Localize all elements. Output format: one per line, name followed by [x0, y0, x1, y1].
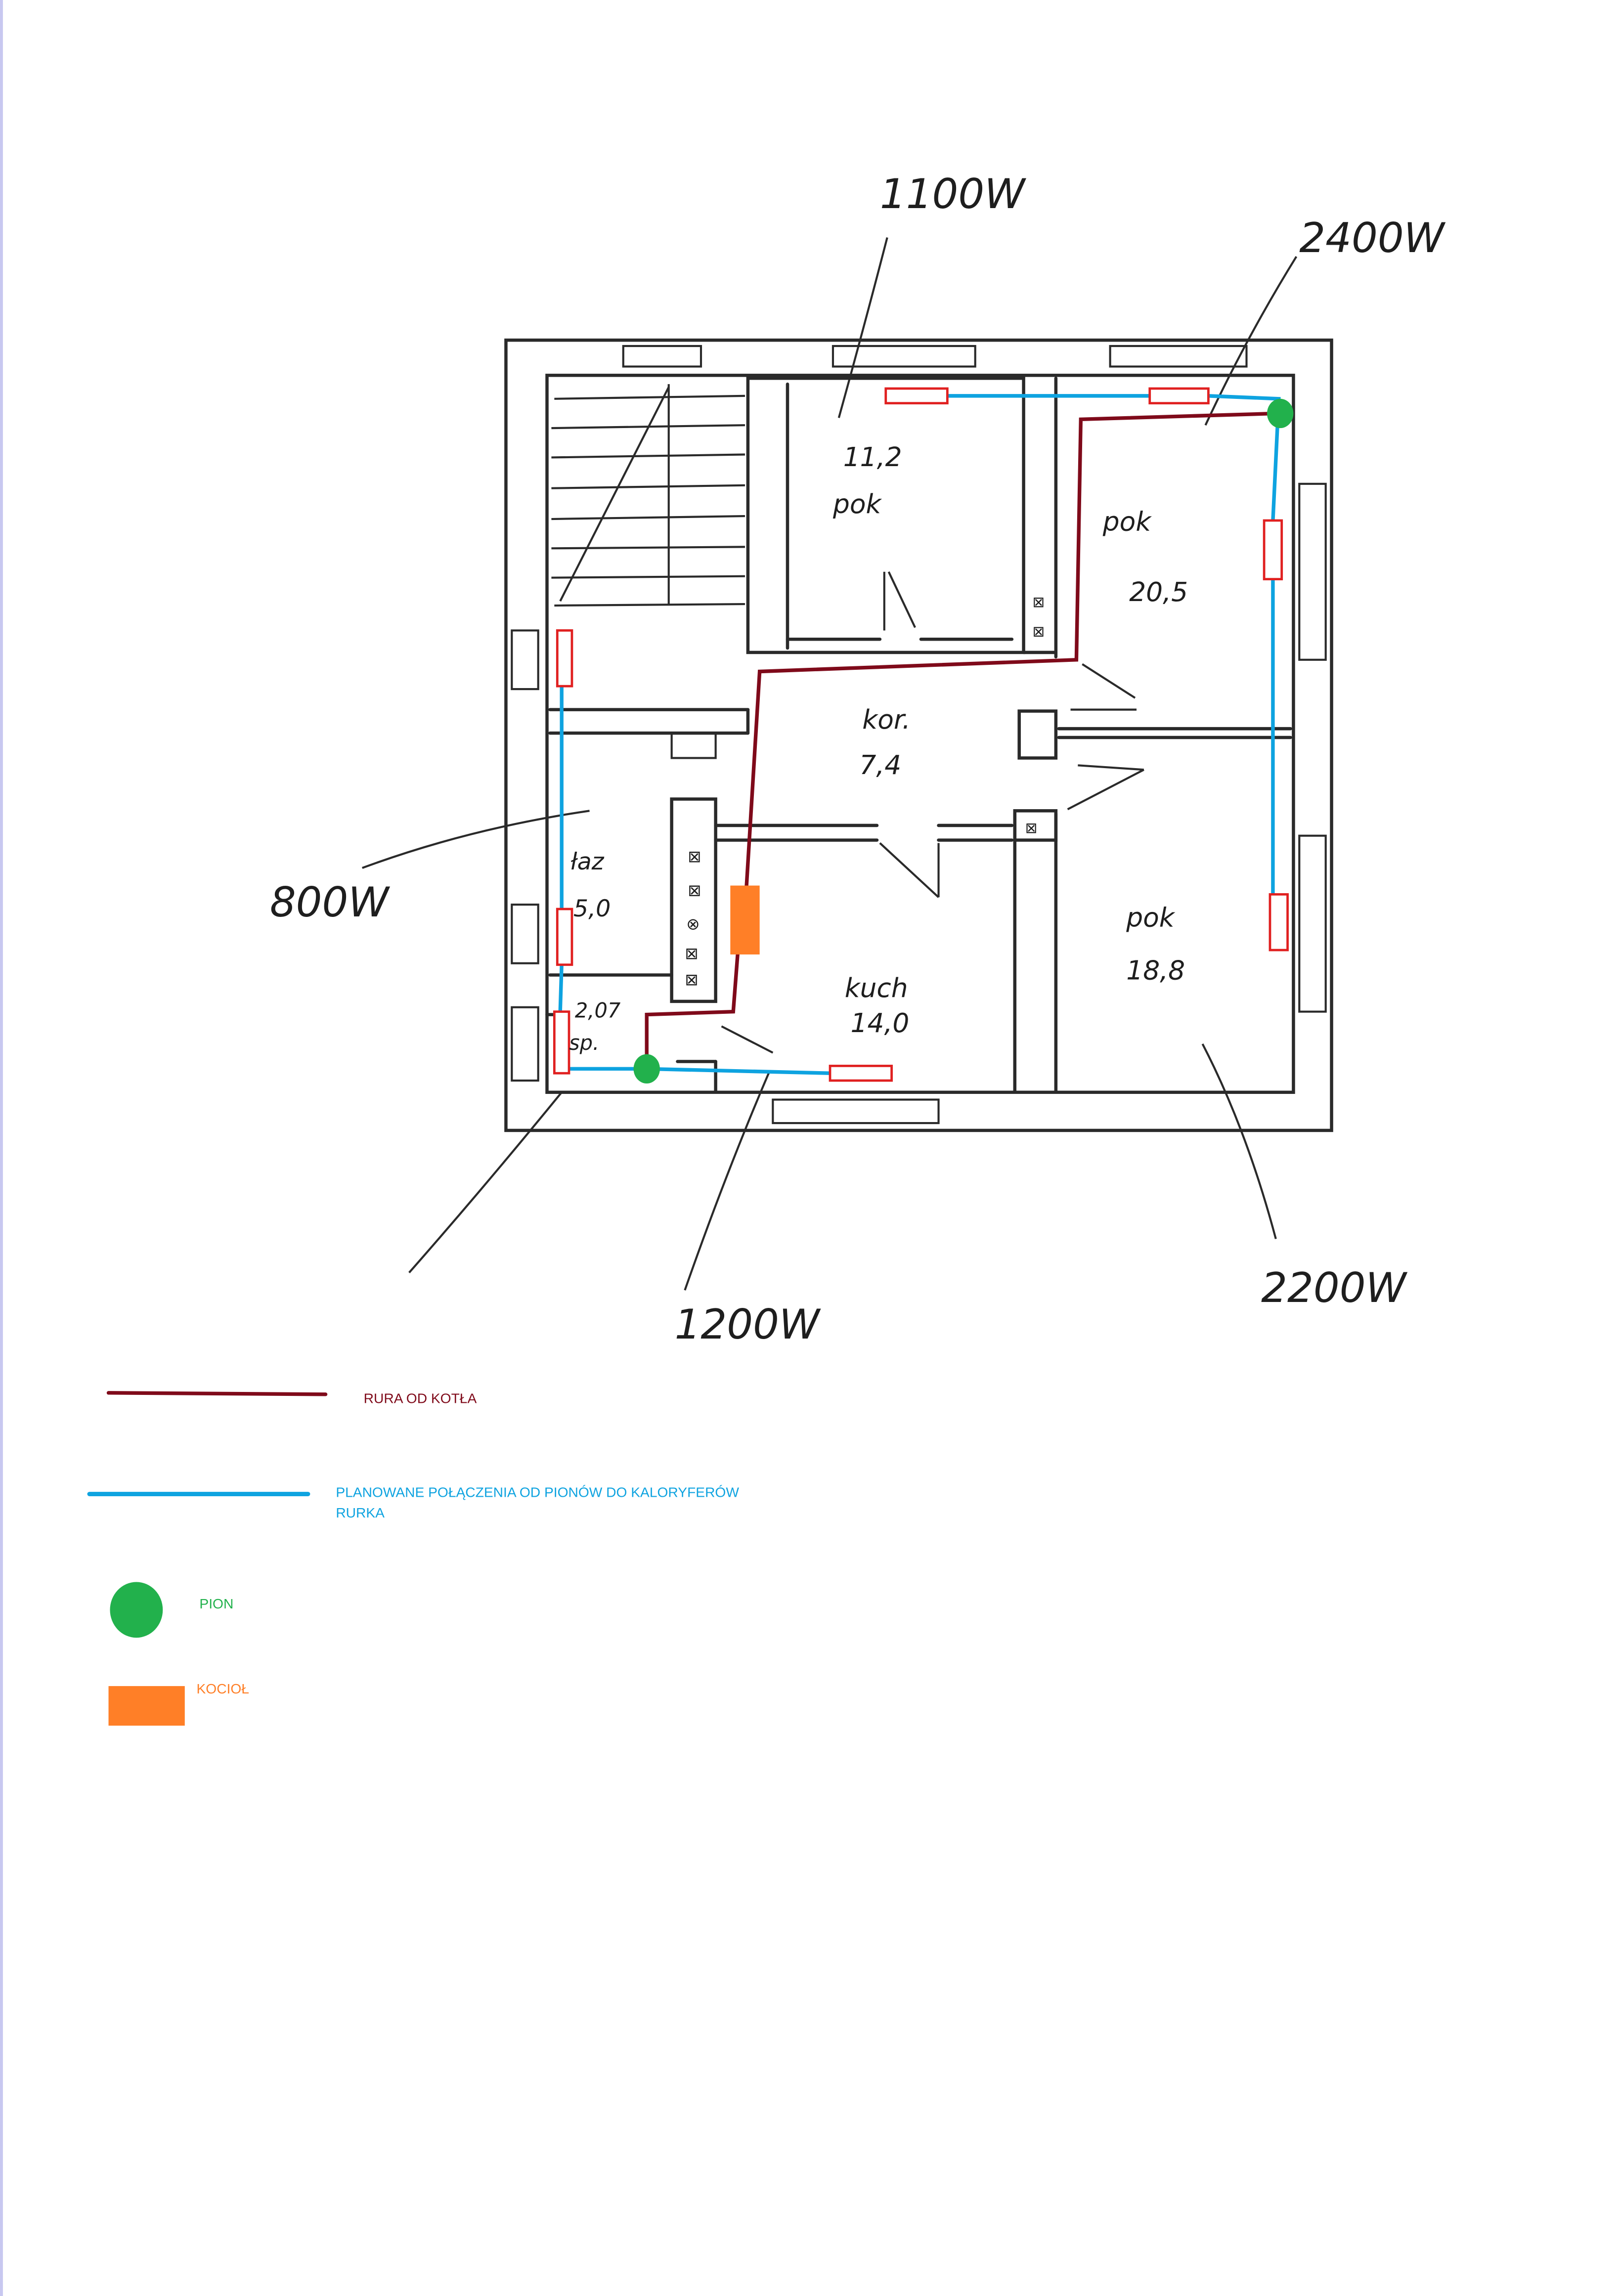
- radiator: [884, 387, 949, 405]
- room-area: 7,4: [859, 749, 901, 780]
- vent-icon: ⊠: [1032, 593, 1045, 610]
- vent-icon: ⊗: [686, 915, 700, 934]
- legend-boiler-pipe-swatch: [106, 1391, 328, 1396]
- vent-icon: ⊠: [685, 944, 698, 963]
- radiator: [1263, 519, 1283, 581]
- radiator: [553, 1010, 570, 1075]
- legend-riser-swatch: [110, 1582, 163, 1638]
- vent-icon: ⊠: [1025, 819, 1038, 836]
- room-name: kuch: [845, 972, 908, 1003]
- room-area: 14,0: [851, 1007, 910, 1039]
- power-label-kitchen: 1200W: [675, 1300, 821, 1348]
- room-name: kor.: [862, 704, 911, 735]
- radiator: [556, 629, 573, 688]
- radiator: [1148, 387, 1210, 405]
- legend-planned-pipe-label-2: RURKA: [336, 1505, 385, 1520]
- room-area: 20,5: [1129, 576, 1188, 607]
- radiator: [556, 908, 573, 966]
- planned-pipes: [558, 394, 1281, 1075]
- riser-marker: [1267, 398, 1294, 429]
- legend: RURA OD KOTŁA PLANOWANE POŁĄCZENIA OD PI…: [87, 1390, 739, 1726]
- radiator: [829, 1065, 893, 1082]
- legend-riser-label: PION: [199, 1596, 233, 1611]
- staircase: [551, 384, 745, 607]
- legend-boiler-label: KOCIOŁ: [197, 1681, 249, 1696]
- power-label-bathroom: 800W: [270, 878, 391, 926]
- power-label-room-18-8: 2200W: [1261, 1264, 1407, 1312]
- building-walls: ⊠ ⊠ ⊠ ⊠ ⊗ ⊠ ⊠ ⊠: [504, 338, 1333, 1132]
- vent-icon: ⊠: [688, 847, 701, 866]
- power-label-room-20-5: 2400W: [1299, 214, 1445, 262]
- room-name: pok: [1102, 506, 1152, 537]
- room-name: pok: [832, 488, 882, 520]
- room-name: łaz: [570, 848, 605, 875]
- boiler-marker: [730, 885, 760, 954]
- legend-boiler-swatch: [108, 1686, 185, 1726]
- room-area: 5,0: [573, 895, 611, 922]
- windows: [511, 345, 1327, 1125]
- radiator: [1269, 893, 1289, 952]
- vent-icon: ⊠: [685, 970, 698, 989]
- radiators: [553, 387, 1289, 1082]
- room-area: 18,8: [1126, 954, 1185, 986]
- legend-boiler-pipe-label: RURA OD KOTŁA: [364, 1390, 477, 1406]
- room-name: sp.: [569, 1031, 599, 1055]
- vent-icon: ⊠: [688, 881, 701, 900]
- room-area: 11,2: [843, 441, 902, 473]
- riser-marker: [633, 1054, 660, 1083]
- room-name: pok: [1126, 902, 1176, 933]
- power-label-room-11-2: 1100W: [880, 170, 1026, 218]
- leader-lines: [362, 237, 1298, 1291]
- legend-planned-pipe-label: PLANOWANE POŁĄCZENIA OD PIONÓW DO KALORY…: [336, 1484, 739, 1500]
- vent-icon: ⊠: [1032, 622, 1045, 640]
- room-area: 2,07: [575, 998, 621, 1023]
